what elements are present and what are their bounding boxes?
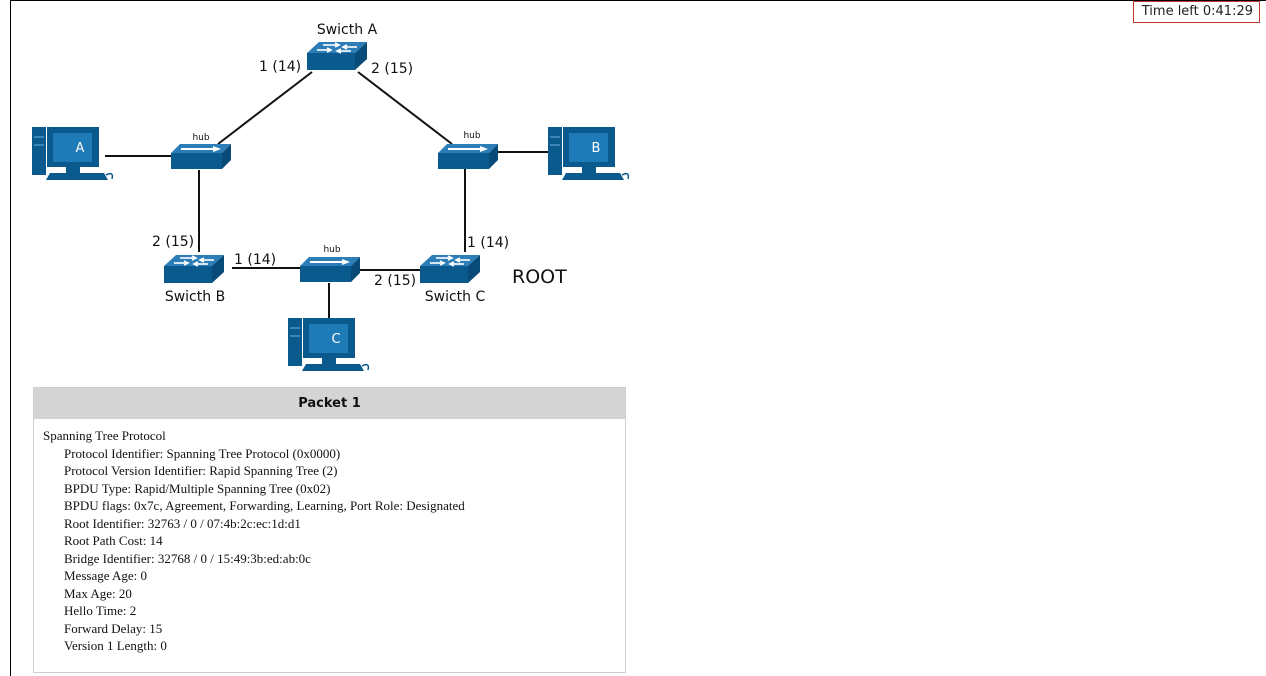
hub-right-label: hub <box>463 131 480 141</box>
switch-a-port2-label: 2 (15) <box>371 61 413 77</box>
switch-c-name: Swicth C <box>425 289 486 305</box>
packet-field: Protocol Version Identifier: Rapid Spann… <box>64 463 338 478</box>
switch-b-port1-label: 1 (14) <box>234 252 276 268</box>
packet-field: Version 1 Length: 0 <box>64 638 167 653</box>
packet-panel: Packet 1 Spanning Tree Protocol Protocol… <box>33 387 626 673</box>
link-switch-a-hub-left <box>217 71 313 145</box>
pc-b-icon <box>547 126 630 181</box>
pc-b-label: B <box>592 141 601 156</box>
root-label: ROOT <box>512 266 567 288</box>
packet-field: Root Path Cost: 14 <box>64 533 163 548</box>
switch-a-icon <box>306 41 368 71</box>
pc-c-label: C <box>331 332 340 347</box>
packet-field: Bridge Identifier: 32768 / 0 / 15:49:3b:… <box>64 550 311 566</box>
packet-field: Max Age: 20 <box>64 585 132 601</box>
pc-a-icon <box>31 126 114 181</box>
frame-border-top <box>10 0 1266 1</box>
time-left-badge: Time left 0:41:29 <box>1132 1 1260 23</box>
link-lines <box>105 71 548 322</box>
hub-left-icon <box>170 143 232 170</box>
packet-protocol: Spanning Tree Protocol <box>43 428 166 443</box>
switch-a-port1-label: 1 (14) <box>259 59 301 75</box>
packet-field: Hello Time: 2 <box>64 603 137 618</box>
hub-left-label: hub <box>192 133 209 143</box>
switch-a-name: Swicth A <box>317 22 378 38</box>
packet-field: Forward Delay: 15 <box>64 620 163 636</box>
link-switch-a-hub-right <box>357 71 453 145</box>
pc-a-label: A <box>76 141 85 156</box>
switch-b-icon <box>163 254 225 284</box>
hub-bottom-icon <box>299 256 361 283</box>
hub-right-icon <box>437 143 499 170</box>
frame-border-left <box>10 0 11 676</box>
pc-c-icon <box>287 317 370 372</box>
switch-b-port2-label: 2 (15) <box>152 234 194 250</box>
packet-field: BPDU Type: Rapid/Multiple Spanning Tree … <box>64 480 331 496</box>
hub-bottom-label: hub <box>323 245 340 255</box>
switch-c-icon <box>419 254 481 284</box>
packet-field: BPDU flags: 0x7c, Agreement, Forwarding,… <box>64 498 465 513</box>
packet-field: Protocol Identifier: Spanning Tree Proto… <box>64 445 341 461</box>
packet-field: Root Identifier: 32763 / 0 / 07:4b:2c:ec… <box>64 515 301 531</box>
switch-c-port1-label: 1 (14) <box>467 235 509 251</box>
packet-body: Spanning Tree Protocol Protocol Identifi… <box>34 419 625 655</box>
switch-b-name: Swicth B <box>165 289 225 305</box>
packet-title: Packet 1 <box>34 388 625 419</box>
switch-c-port2-label: 2 (15) <box>374 273 416 289</box>
packet-field: Message Age: 0 <box>64 568 148 583</box>
network-diagram: Swicth A 1 (14) 2 (15) hub hub hub A B C… <box>31 22 630 372</box>
